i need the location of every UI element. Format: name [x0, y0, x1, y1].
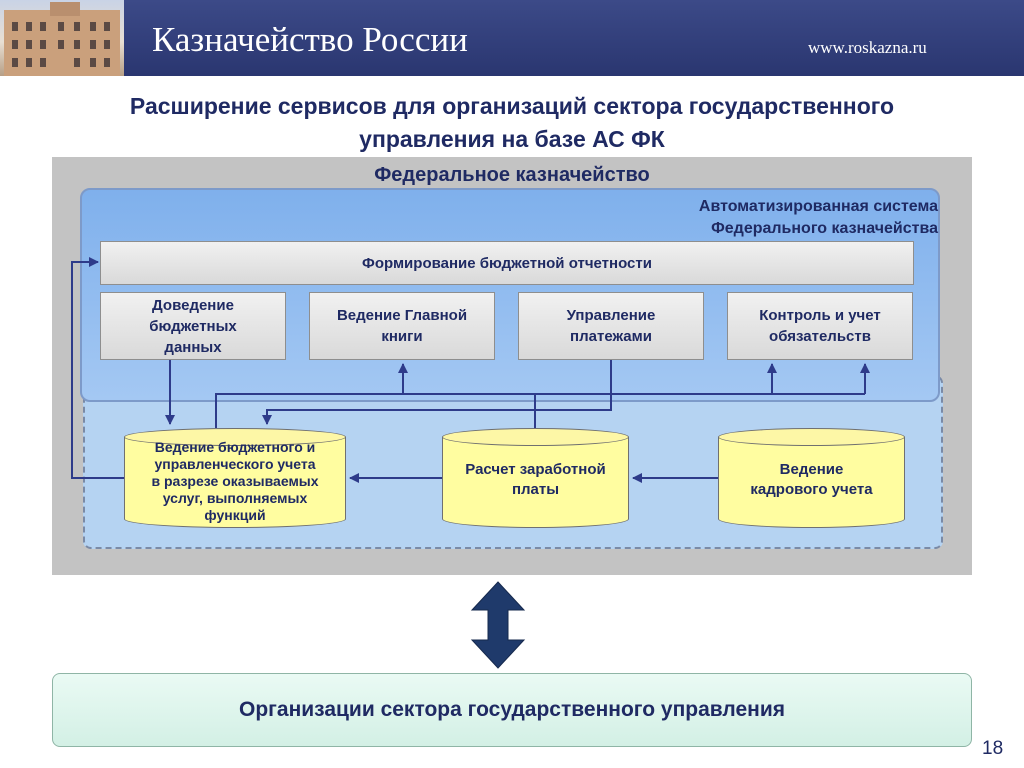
automated-system-label: Автоматизированная система Федерального … [560, 196, 938, 240]
database-label-line: Ведение бюджетного и [154, 438, 316, 455]
module-label-line: бюджетных [149, 317, 237, 335]
header-title: Казначейство России [152, 20, 468, 59]
module-label-line: обязательств [769, 328, 871, 345]
slide-title: Расширение сервисов для организаций сект… [0, 90, 1024, 156]
module-label-line: Ведение Главной [336, 307, 468, 324]
module-budget-data: Доведение бюджетных данных [100, 292, 286, 360]
module-label-line: Управление [566, 307, 656, 324]
automated-system-label-line-2: Федерального казначейства [711, 220, 938, 237]
module-label-line: платежами [570, 328, 652, 345]
database-hr: Ведение кадрового учета [718, 428, 905, 528]
module-label-line: данных [164, 338, 222, 356]
public-sector-organizations-box: Организации сектора государственного упр… [52, 673, 972, 747]
database-label-line: услуг, выполняемых [162, 489, 308, 506]
module-payments: Управление платежами [518, 292, 704, 360]
federal-treasury-label: Федеральное казначейство [374, 164, 650, 186]
database-label-line: Расчет заработной [465, 461, 606, 478]
budget-reporting-label: Формирование бюджетной отчетности [362, 254, 652, 272]
database-accounting: Ведение бюджетного и управленческого уче… [124, 428, 346, 528]
module-obligations: Контроль и учет обязательств [727, 292, 913, 360]
slide-title-line-2: управления на базе АС ФК [359, 126, 665, 152]
database-label-line: управленческого учета [154, 455, 316, 472]
slide-title-line-1: Расширение сервисов для организаций сект… [129, 93, 895, 119]
database-label-line: платы [511, 481, 560, 498]
database-salary: Расчет заработной платы [442, 428, 629, 528]
building-photo [0, 0, 124, 76]
database-label-line: кадрового учета [750, 481, 873, 498]
automated-system-label-line-1: Автоматизированная система [698, 198, 938, 215]
module-label-line: Доведение [152, 296, 234, 314]
database-label-line: Ведение [779, 461, 844, 478]
double-arrow-icon [470, 581, 526, 669]
module-label-line: книги [381, 328, 423, 345]
header-url[interactable]: www.roskazna.ru [808, 38, 927, 57]
page-number: 18 [982, 738, 1004, 759]
database-label-line: функций [204, 506, 266, 523]
database-label-line: в разрезе оказываемых [151, 472, 319, 489]
budget-reporting-box: Формирование бюджетной отчетности [100, 241, 914, 285]
public-sector-organizations-label: Организации сектора государственного упр… [238, 698, 786, 721]
module-label-line: Контроль и учет [759, 307, 881, 324]
module-general-ledger: Ведение Главной книги [309, 292, 495, 360]
header-bar: Казначейство России www.roskazna.ru [0, 0, 1024, 76]
